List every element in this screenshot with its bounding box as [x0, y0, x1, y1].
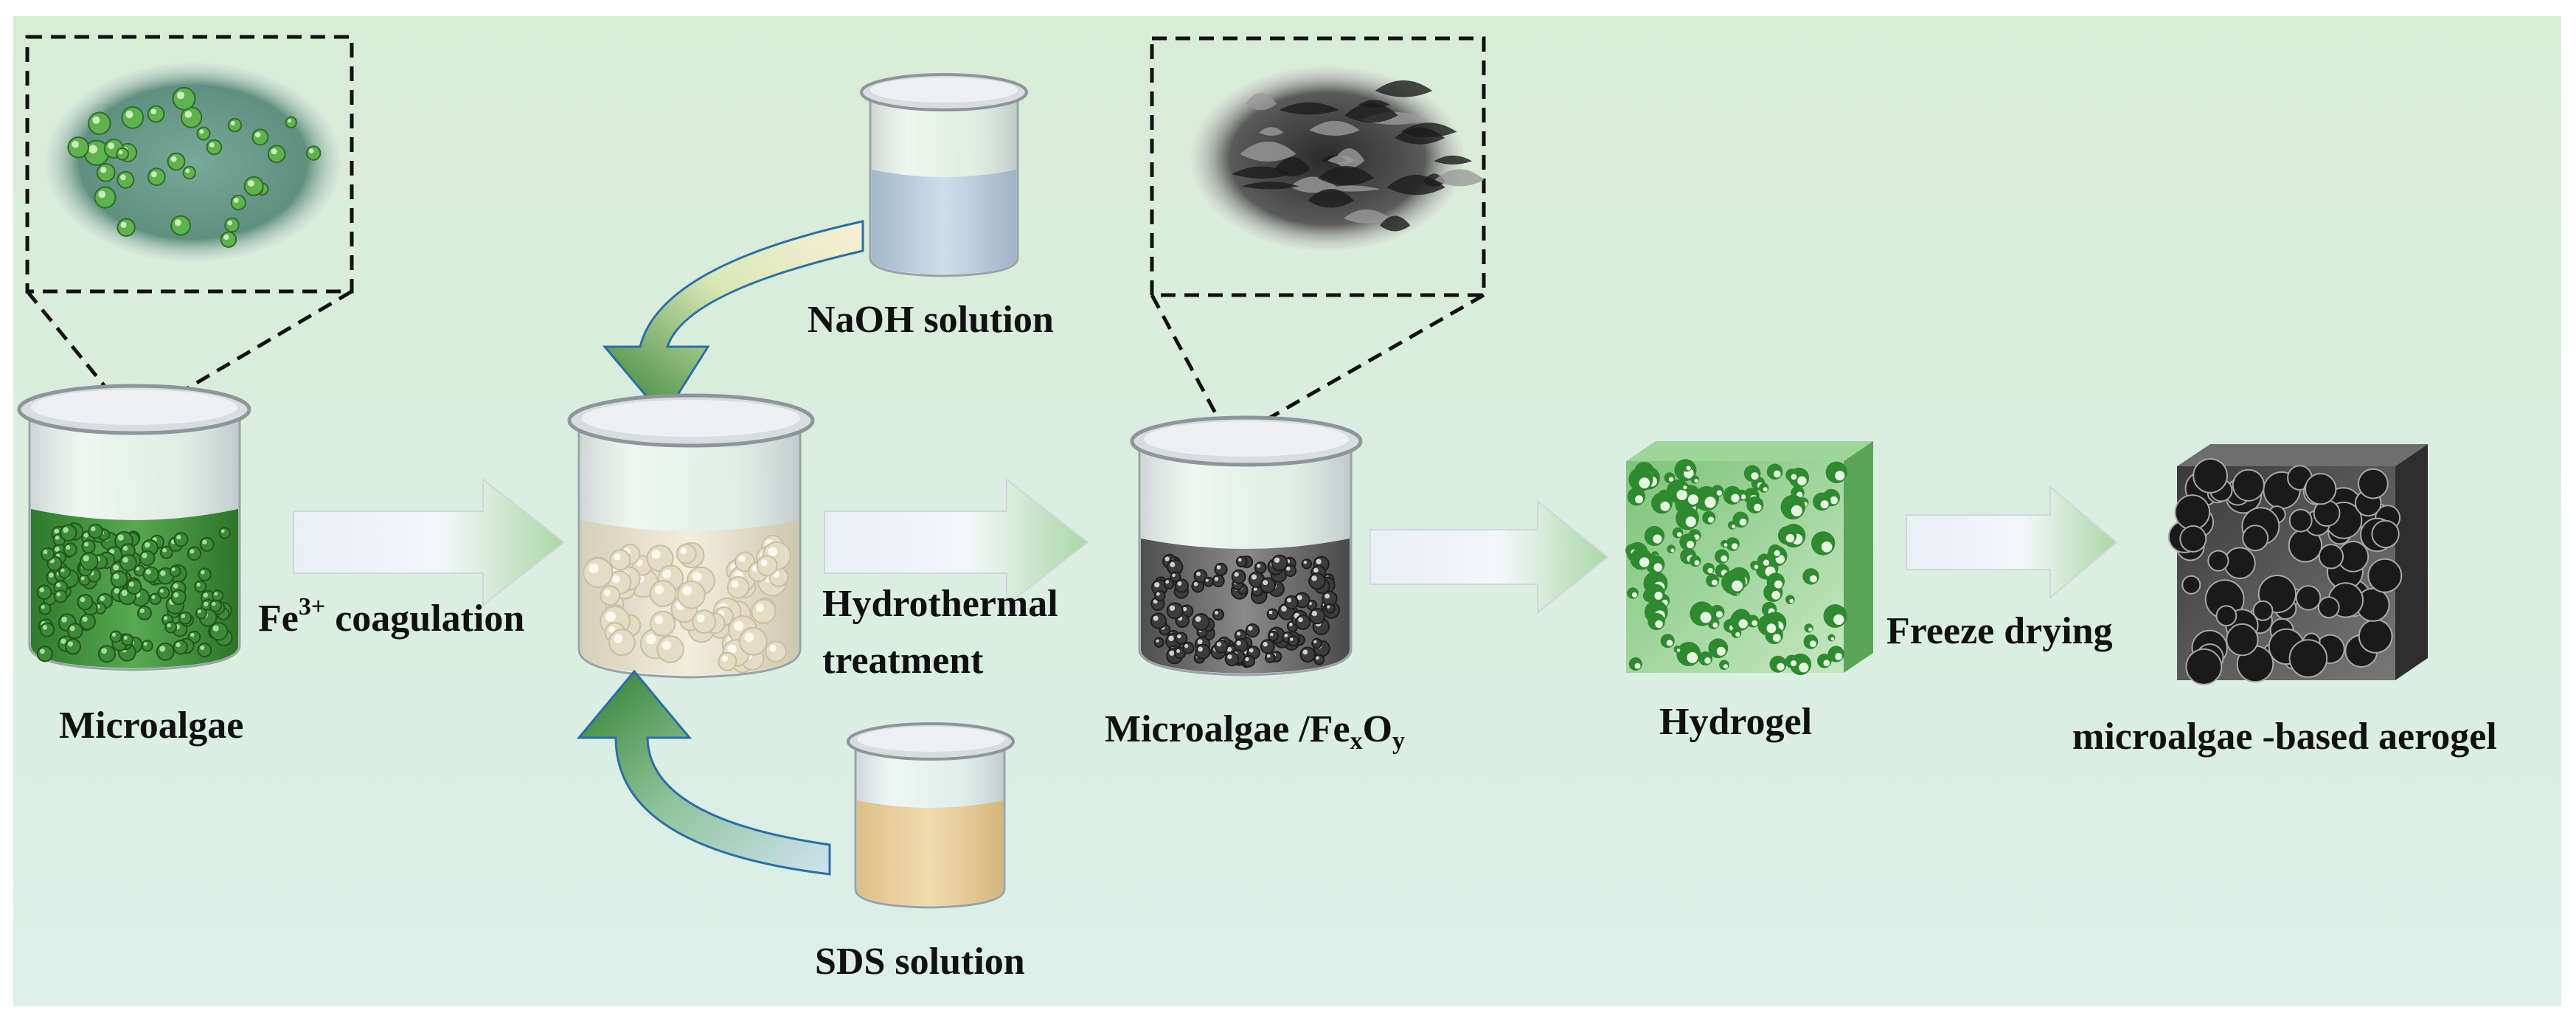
sds-label: SDS solution [815, 941, 1025, 983]
microalgae-micrograph [46, 63, 341, 262]
composite-beaker [1130, 415, 1363, 677]
process-arrow-coagulation [293, 477, 566, 607]
aerogel-cube [2167, 444, 2428, 685]
aerogel-label: microalgae -based aerogel [2072, 716, 2497, 758]
microalgae-label: Microalgae [59, 705, 243, 747]
mixture-beaker [567, 393, 815, 679]
microalgae-inset [25, 35, 354, 423]
naoh-beaker [860, 73, 1028, 277]
naoh-label: NaOH solution [808, 299, 1054, 341]
process-arrow-gelation [1369, 499, 1609, 615]
freeze-drying-label: Freeze drying [1886, 610, 2113, 652]
composite-label: Microalgae /FexOy [1105, 708, 1405, 755]
sds-beaker [847, 722, 1015, 909]
composite-inset [1150, 36, 1486, 443]
microalgae-beaker [17, 384, 251, 671]
treatment-label: treatment [822, 640, 984, 682]
hydrogel-cube [1625, 441, 1873, 676]
naoh-curved-arrow [602, 220, 864, 419]
process-arrow-freeze-drying [1906, 485, 2118, 600]
hydrogel-label: Hydrogel [1659, 701, 1812, 743]
hydrothermal-label: Hydrothermal [822, 583, 1058, 625]
coagulation-label: Fe3+ coagulation [258, 593, 524, 640]
process-arrow-hydrothermal [824, 477, 1089, 607]
sds-curved-arrow [576, 669, 831, 876]
